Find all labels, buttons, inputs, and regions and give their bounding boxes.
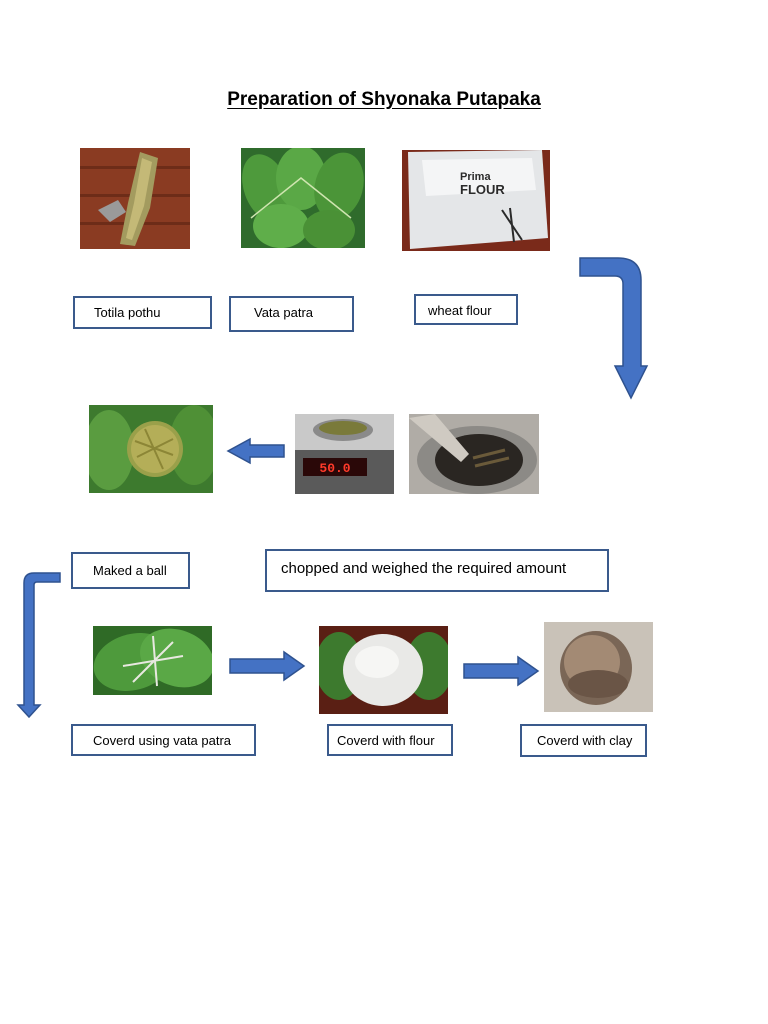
label-maked-ball: Maked a ball <box>71 552 190 589</box>
bent-arrow-down <box>578 256 649 402</box>
arrow-right-2 <box>462 655 540 687</box>
flour-bag-brand: Prima <box>460 171 491 183</box>
label-chopped-weighed: chopped and weighed the required amount <box>265 549 609 592</box>
weighing-scale-photo: 50.0 <box>295 414 394 494</box>
label-covered-vata-patra: Coverd using vata patra <box>71 724 256 756</box>
leaf-wrapped-ball-photo <box>93 626 212 695</box>
vata-patra-photo <box>241 148 365 248</box>
mortar-pestle-photo <box>409 414 539 494</box>
arrow-left <box>226 437 286 465</box>
ball-in-leaf-photo <box>89 405 213 493</box>
clay-covered-photo <box>544 622 653 712</box>
totila-pothu-photo <box>80 148 190 249</box>
page-title: Preparation of Shyonaka Putapaka <box>227 89 541 110</box>
arrow-right-1 <box>228 650 306 682</box>
label-totila-pothu: Totila pothu <box>73 296 212 329</box>
wheat-flour-photo: Prima FLOUR <box>402 150 550 251</box>
bent-arrow-left-down <box>16 571 62 719</box>
flour-covered-photo <box>319 626 448 714</box>
flour-bag-text: FLOUR <box>460 182 505 197</box>
label-wheat-flour: wheat flour <box>414 294 518 325</box>
label-covered-clay: Coverd with clay <box>520 724 647 757</box>
label-vata-patra: Vata patra <box>229 296 354 332</box>
label-covered-flour: Coverd with flour <box>327 724 453 756</box>
scale-reading: 50.0 <box>319 461 350 476</box>
